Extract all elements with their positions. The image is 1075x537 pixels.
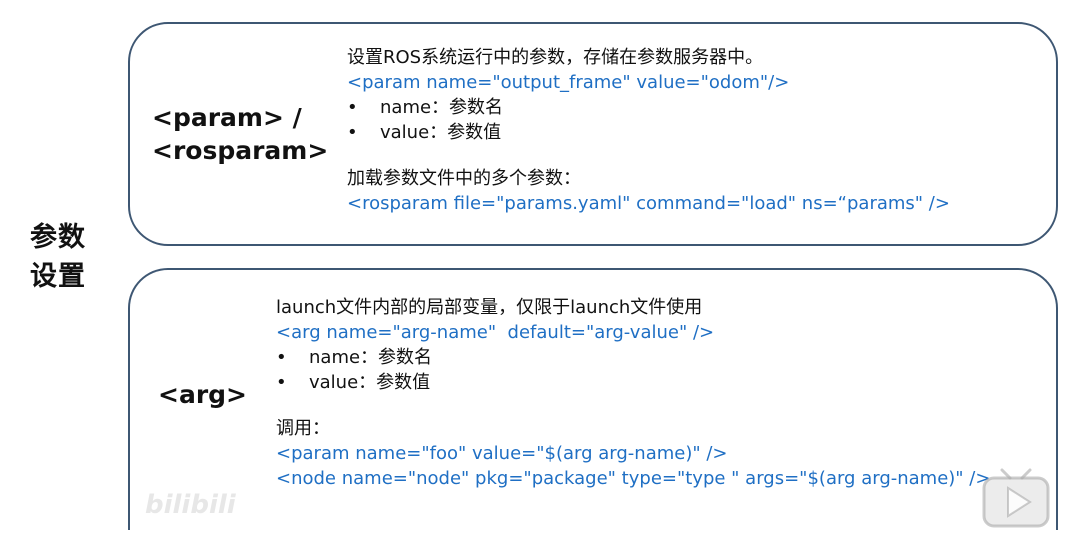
bullet-marker: • (347, 122, 358, 143)
arg-spacer (276, 395, 990, 416)
bullet-marker: • (276, 372, 287, 393)
arg-tag-label: <arg> (158, 378, 247, 411)
section-title: 参数 设置 (30, 218, 100, 296)
arg-text-line: launch文件内部的局部变量，仅限于launch文件使用 (276, 297, 703, 318)
arg-code-line: <arg name="arg-name" default="arg-value"… (276, 322, 715, 343)
param-tag-label-line-2: <rosparam> (152, 136, 329, 165)
section-title-line-2: 设置 (30, 261, 86, 292)
param-box (128, 22, 1058, 246)
param-tag-label-line-1: <param> / (152, 103, 302, 132)
arg-bullet-item: • name：参数名 (276, 345, 990, 370)
param-bullet-text: value：参数值 (380, 122, 502, 143)
arg-code-line: <node name="node" pkg="package" type="ty… (276, 468, 991, 489)
play-icon[interactable] (980, 468, 1052, 530)
arg-bullet-item: • value：参数值 (276, 370, 990, 395)
bilibili-watermark: bilibili (145, 490, 236, 520)
param-bullet-text: name：参数名 (380, 97, 504, 118)
param-spacer (347, 145, 950, 166)
bullet-marker: • (276, 347, 287, 368)
section-title-line-1: 参数 (30, 222, 86, 253)
arg-content: launch文件内部的局部变量，仅限于launch文件使用 <arg name="… (276, 295, 990, 491)
param-code-line: <param name="output_frame" value="odom"/… (347, 72, 790, 93)
arg-text-line: 调用： (276, 418, 330, 439)
param-text-line: 加载参数文件中的多个参数： (347, 168, 581, 189)
param-bullet-item: • name：参数名 (347, 95, 950, 120)
arg-bullet-text: value：参数值 (309, 372, 431, 393)
arg-box (128, 268, 1058, 530)
param-code-line: <rosparam file="params.yaml" command="lo… (347, 193, 950, 214)
param-text-line: 设置ROS系统运行中的参数，存储在参数服务器中。 (347, 47, 764, 68)
param-content: 设置ROS系统运行中的参数，存储在参数服务器中。 <param name="out… (347, 45, 950, 216)
param-bullet-item: • value：参数值 (347, 120, 950, 145)
arg-code-line: <param name="foo" value="$(arg arg-name)… (276, 443, 728, 464)
param-tag-label: <param> / <rosparam> (152, 101, 328, 167)
arg-tag-label-line-1: <arg> (158, 380, 247, 409)
arg-bullet-text: name：参数名 (309, 347, 433, 368)
bullet-marker: • (347, 97, 358, 118)
